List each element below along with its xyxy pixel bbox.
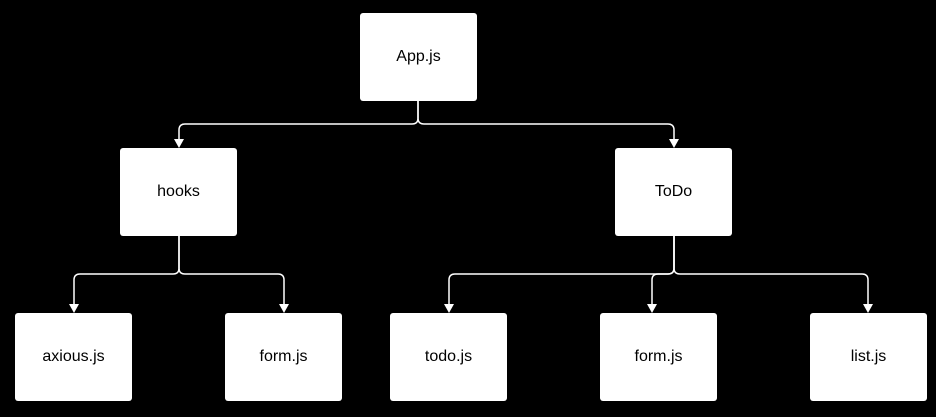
node-label: todo.js — [424, 348, 473, 365]
arrowhead-axious — [69, 304, 79, 313]
connector-todo-to-todojs — [448, 236, 675, 305]
connector-hooks-to-form — [178, 236, 285, 305]
node-label: form.js — [259, 348, 308, 365]
node-app-js: App.js — [360, 13, 477, 101]
node-label: App.js — [396, 48, 441, 65]
arrowhead-todo — [669, 139, 679, 148]
arrowhead-todojs — [444, 304, 454, 313]
arrowhead-hooks — [174, 139, 184, 148]
arrowhead-form-todo — [647, 304, 657, 313]
node-todo-form-js: form.js — [600, 313, 717, 401]
node-label: hooks — [157, 183, 200, 200]
connector-todo-to-list — [673, 236, 869, 305]
arrowhead-form-hooks — [279, 304, 289, 313]
node-label: ToDo — [654, 183, 693, 200]
connector-app-to-hooks — [178, 101, 419, 140]
node-list-js: list.js — [810, 313, 927, 401]
connector-hooks-to-axious — [73, 236, 180, 305]
connector-todo-to-form — [651, 236, 675, 305]
arrowhead-list — [863, 304, 873, 313]
node-label: form.js — [634, 348, 683, 365]
node-hooks: hooks — [120, 148, 237, 236]
node-todo: ToDo — [615, 148, 732, 236]
node-hooks-form-js: form.js — [225, 313, 342, 401]
node-axious-js: axious.js — [15, 313, 132, 401]
node-label: axious.js — [42, 348, 105, 365]
connector-app-to-todo — [417, 101, 675, 140]
node-todo-js: todo.js — [390, 313, 507, 401]
node-label: list.js — [850, 348, 887, 365]
